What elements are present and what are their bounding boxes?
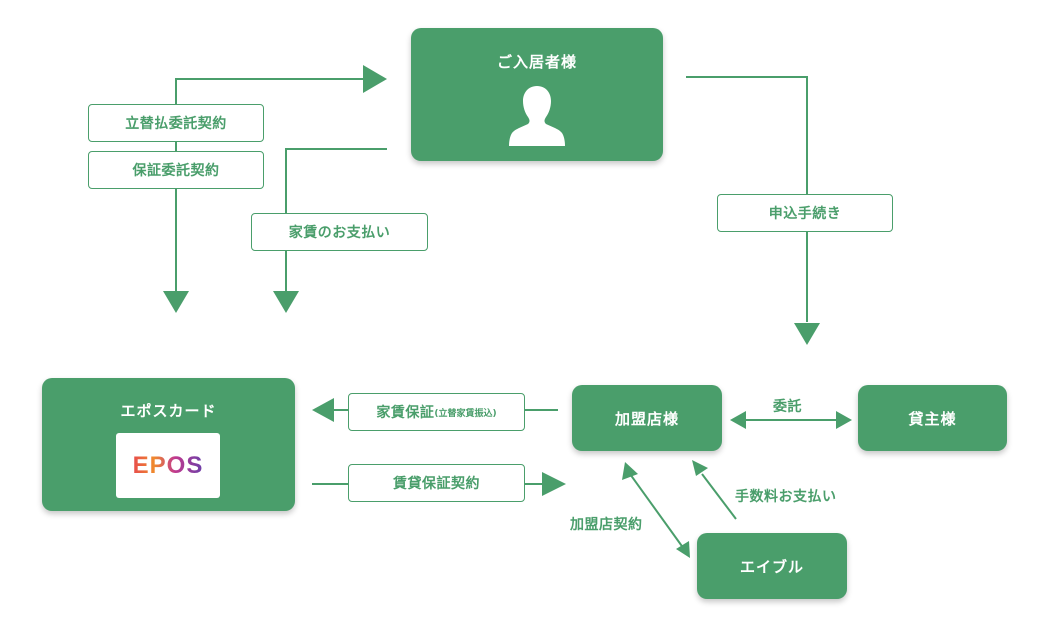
person-silhouette-icon <box>509 86 565 146</box>
member-store-title: 加盟店様 <box>614 409 679 428</box>
landlord-node: 貸主様 <box>858 385 1007 451</box>
epos-card-node: エポスカード EPOS <box>42 378 295 511</box>
arrow-application <box>686 76 808 322</box>
advance-payment-contract-text: 立替払委託契約 <box>125 116 227 132</box>
epos-logo-text: EPOS <box>132 451 204 479</box>
member-contract-label: 加盟店契約 <box>570 517 643 533</box>
rent-guarantee-label: 家賃保証(立替家賃振込) <box>348 393 525 431</box>
lease-guarantee-contract-label: 賃貸保証契約 <box>348 464 525 502</box>
member-store-node: 加盟店様 <box>572 385 722 451</box>
arrowhead-fee-payment <box>692 460 708 476</box>
arrowhead-member-contract-top <box>622 462 638 480</box>
resident-title: ご入居者様 <box>496 53 577 71</box>
arrowhead-application <box>794 323 820 345</box>
arrowhead-resident <box>363 65 387 93</box>
arrow-fee-payment <box>701 473 737 520</box>
arrowhead-consignment-left <box>730 411 746 429</box>
able-node: エイブル <box>697 533 847 599</box>
epos-card-title: エポスカード <box>120 402 217 420</box>
arrowhead-member-store <box>542 472 566 496</box>
able-title: エイブル <box>739 557 804 576</box>
arrowhead-left-b <box>273 291 299 313</box>
application-text: 申込手続き <box>768 206 842 222</box>
arrowhead-epos <box>312 398 334 422</box>
lease-guarantee-contract-text: 賃貸保証契約 <box>393 476 480 492</box>
epos-logo: EPOS <box>116 433 220 498</box>
fee-payment-label: 手数料お支払い <box>735 489 837 505</box>
arrowhead-left-a <box>163 291 189 313</box>
landlord-title: 貸主様 <box>908 409 957 428</box>
arrow-to-resident <box>175 78 365 292</box>
rent-payment-text: 家賃のお支払い <box>288 225 391 241</box>
rent-guarantee-text: 家賃保証 <box>376 405 435 421</box>
rent-guarantee-note: (立替家賃振込) <box>434 408 497 419</box>
arrowhead-consignment-right <box>836 411 852 429</box>
resident-node: ご入居者様 <box>411 28 663 161</box>
rent-payment-label: 家賃のお支払い <box>251 213 428 251</box>
guarantee-contract-label: 保証委託契約 <box>88 151 264 189</box>
arrowhead-member-contract-bottom <box>676 541 690 558</box>
arrow-member-contract <box>629 473 685 550</box>
consignment-label: 委託 <box>773 399 802 415</box>
guarantee-contract-text: 保証委託契約 <box>132 163 220 179</box>
application-label: 申込手続き <box>717 194 893 232</box>
advance-payment-contract-label: 立替払委託契約 <box>88 104 264 142</box>
